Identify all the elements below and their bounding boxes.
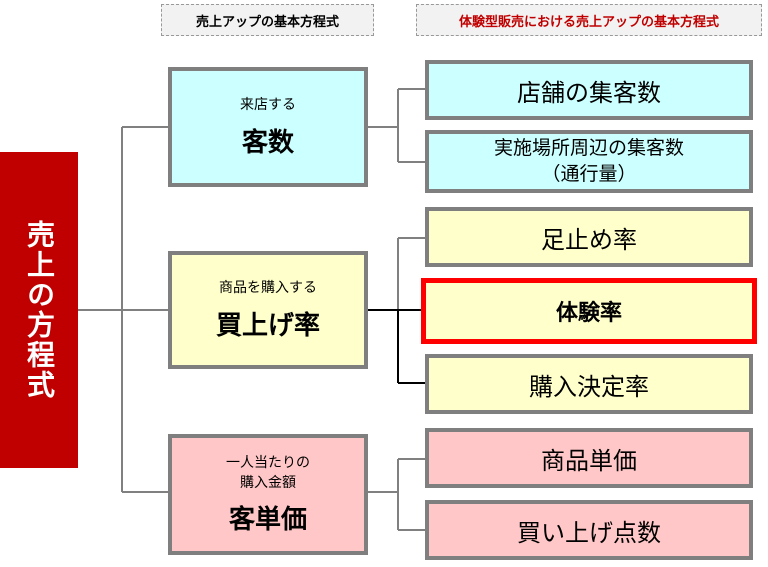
leaf-experience-rate-label: 体験率 bbox=[555, 301, 622, 326]
leaf-experience-rate: 体験率 bbox=[421, 278, 757, 344]
header-experience-equation: 体験型販売における売上アップの基本方程式 bbox=[416, 4, 762, 36]
leaf-items-purchased-label: 買い上げ点数 bbox=[517, 518, 661, 547]
group-purchase-rate-sub: 商品を購入する bbox=[219, 280, 317, 297]
group-unit-price-main: 客単価 bbox=[228, 505, 307, 536]
leaf-venue-visitors-label: 実施場所周辺の集客数 bbox=[493, 136, 684, 159]
leaf-store-visitors-label: 店舗の集客数 bbox=[517, 78, 661, 107]
header-basic-equation: 売上アップの基本方程式 bbox=[161, 4, 374, 36]
group-purchase-rate-main: 買上げ率 bbox=[215, 310, 320, 341]
group-unit-price: 一人当たりの 購入金額 客単価 bbox=[168, 434, 368, 555]
leaf-product-price-label: 商品単価 bbox=[541, 446, 637, 475]
group-customer-count: 来店する 客数 bbox=[168, 67, 368, 187]
leaf-stop-rate: 足止め率 bbox=[425, 207, 753, 267]
group-customer-count-main: 客数 bbox=[241, 127, 294, 158]
leaf-venue-visitors: 実施場所周辺の集客数 （通行量） bbox=[425, 130, 753, 193]
group-unit-price-sub2: 購入金額 bbox=[240, 475, 296, 491]
leaf-venue-visitors-note: （通行量） bbox=[541, 162, 637, 185]
leaf-decision-rate-label: 購入決定率 bbox=[529, 372, 649, 401]
group-customer-count-sub: 来店する bbox=[240, 97, 296, 114]
group-purchase-rate: 商品を購入する 買上げ率 bbox=[168, 251, 368, 369]
leaf-items-purchased: 買い上げ点数 bbox=[425, 500, 753, 560]
group-unit-price-sub: 一人当たりの bbox=[226, 454, 310, 471]
leaf-store-visitors: 店舗の集客数 bbox=[425, 60, 753, 120]
leaf-stop-rate-label: 足止め率 bbox=[541, 225, 637, 254]
root-sales-equation: 売上の方程式 bbox=[0, 152, 78, 468]
leaf-product-price: 商品単価 bbox=[425, 428, 753, 488]
leaf-decision-rate: 購入決定率 bbox=[425, 354, 753, 414]
